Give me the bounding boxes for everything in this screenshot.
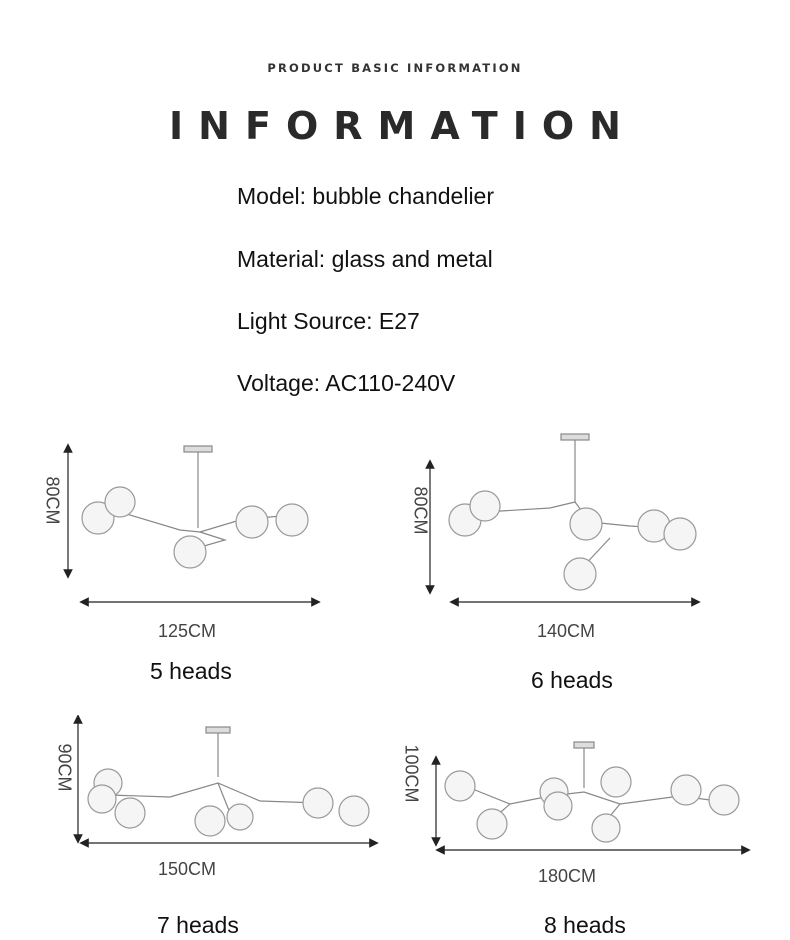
heads-label-8: 8 heads [544, 912, 626, 938]
width-label-8-heads: 180CM [538, 866, 597, 886]
height-label-6-heads: 80CM [410, 486, 431, 535]
chandelier-7-heads-diagram [73, 715, 379, 848]
section-subtitle: PRODUCT BASIC INFORMATION [267, 61, 523, 75]
width-label-7-heads: 150CM [158, 859, 217, 879]
heads-label-6: 6 heads [531, 667, 613, 693]
height-label-8-heads: 100CM [401, 744, 422, 803]
spec-light-source: Light Source: E27 [237, 308, 420, 334]
width-label-6-heads: 140CM [537, 621, 596, 641]
spec-material: Material: glass and metal [237, 246, 493, 272]
chandelier-6-heads-diagram [425, 433, 701, 607]
height-label-7-heads: 90CM [54, 743, 75, 792]
spec-model: Model: bubble chandelier [237, 183, 495, 209]
heads-label-7: 7 heads [157, 912, 239, 938]
section-title: INFORMATION [169, 104, 636, 148]
chandelier-5-heads-diagram [63, 443, 321, 607]
width-label-5-heads: 125CM [158, 621, 217, 641]
spec-voltage: Voltage: AC110-240V [237, 370, 456, 396]
heads-label-5: 5 heads [150, 658, 232, 684]
chandelier-8-heads-diagram [431, 741, 751, 855]
height-label-5-heads: 80CM [42, 476, 63, 525]
